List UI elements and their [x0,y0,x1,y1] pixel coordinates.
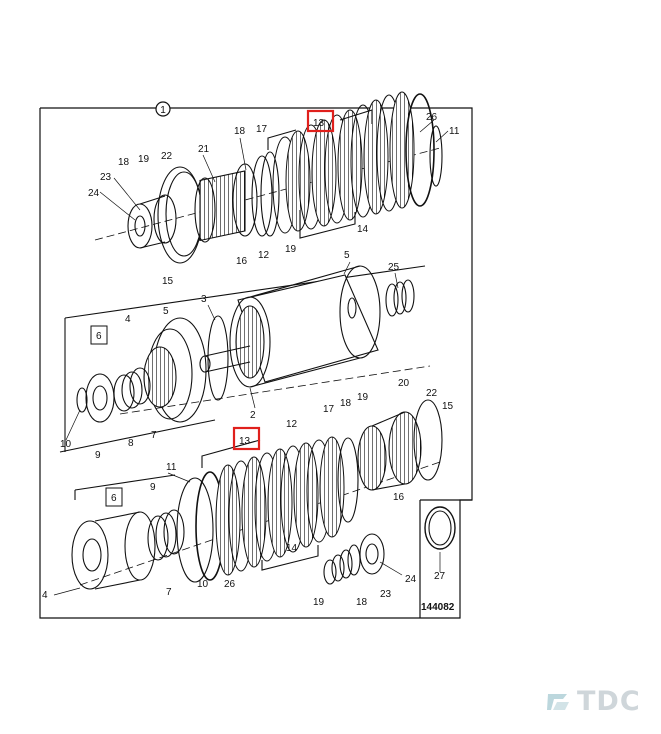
part-label: 12 [286,419,298,430]
part-label: 8 [128,438,134,449]
part-label: 5 [344,250,350,261]
part-label: 26 [224,579,236,590]
part-label: 23 [100,172,112,183]
part-label: 16 [236,256,248,267]
part-label: 10 [197,579,209,590]
part-label: 15 [442,401,454,412]
part-label: 6 [96,331,102,342]
part-label-box [105,487,123,507]
part-label: 24 [88,188,100,199]
part-label: 3 [201,294,207,305]
part-label-highlight [306,109,335,133]
part-label: 14 [286,543,298,554]
part-label: 18 [340,398,352,409]
part-label-highlight [232,426,261,451]
part-label: 2 [250,410,256,421]
part-label: 25 [388,262,400,273]
tdc-logo-icon [547,693,569,710]
part-label: 18 [234,126,246,137]
part-label: 11 [449,126,460,137]
part-label: 10 [60,439,72,450]
part-label: 17 [256,124,268,135]
highlight-box-top [306,109,335,133]
part-label: 18 [118,157,130,168]
part-label: 16 [393,492,405,503]
part-label: 12 [258,250,270,261]
part-label: 14 [357,224,369,235]
part-label: 19 [313,597,325,608]
bottom-assembly [71,399,456,590]
part-label: 6 [111,493,117,504]
part-label: 7 [151,430,157,441]
part-label: 18 [356,597,368,608]
part-label: 19 [285,244,297,255]
part-labels-middle: 5 25 3 4 5 6 2 10 9 8 7 [60,250,400,461]
watermark: TDC [545,686,641,717]
part-label: 13 [313,118,325,129]
part-label: 11 [166,462,177,473]
part-label: 24 [405,574,417,585]
part-label: 9 [95,450,101,461]
top-assembly [94,91,443,264]
leader-lines [53,119,449,596]
part-label: 7 [166,587,172,598]
part-label: 27 [434,571,446,582]
part-label: 5 [163,306,169,317]
watermark-text: TDC [577,686,641,717]
middle-assembly [59,265,431,453]
part-label: 4 [42,590,48,601]
part-label: 15 [162,276,174,287]
part-label: 13 [239,436,251,447]
group-number-badge: 1 [155,101,171,117]
part-label: 20 [398,378,410,389]
part-label: 22 [161,151,173,162]
part-label: 19 [138,154,150,165]
part-label: 4 [125,314,131,325]
diagram-frame [39,107,473,619]
part-label: 9 [150,482,156,493]
svg-text:1: 1 [160,105,166,116]
part-labels-bottom: 13 12 17 18 19 20 22 15 11 9 6 16 14 10 … [42,378,454,608]
part-labels-top: 13 26 11 18 17 21 18 19 22 23 24 16 12 1… [88,109,460,287]
figure-number: 144082 [421,602,455,613]
part-label: 26 [426,112,438,123]
part-label: 22 [426,388,438,399]
part-label: 23 [380,589,392,600]
part-label: 19 [357,392,369,403]
part-label: 21 [198,144,210,155]
part-label: 17 [323,404,335,415]
highlight-box-bottom [232,426,261,451]
part-label-box [90,325,108,345]
